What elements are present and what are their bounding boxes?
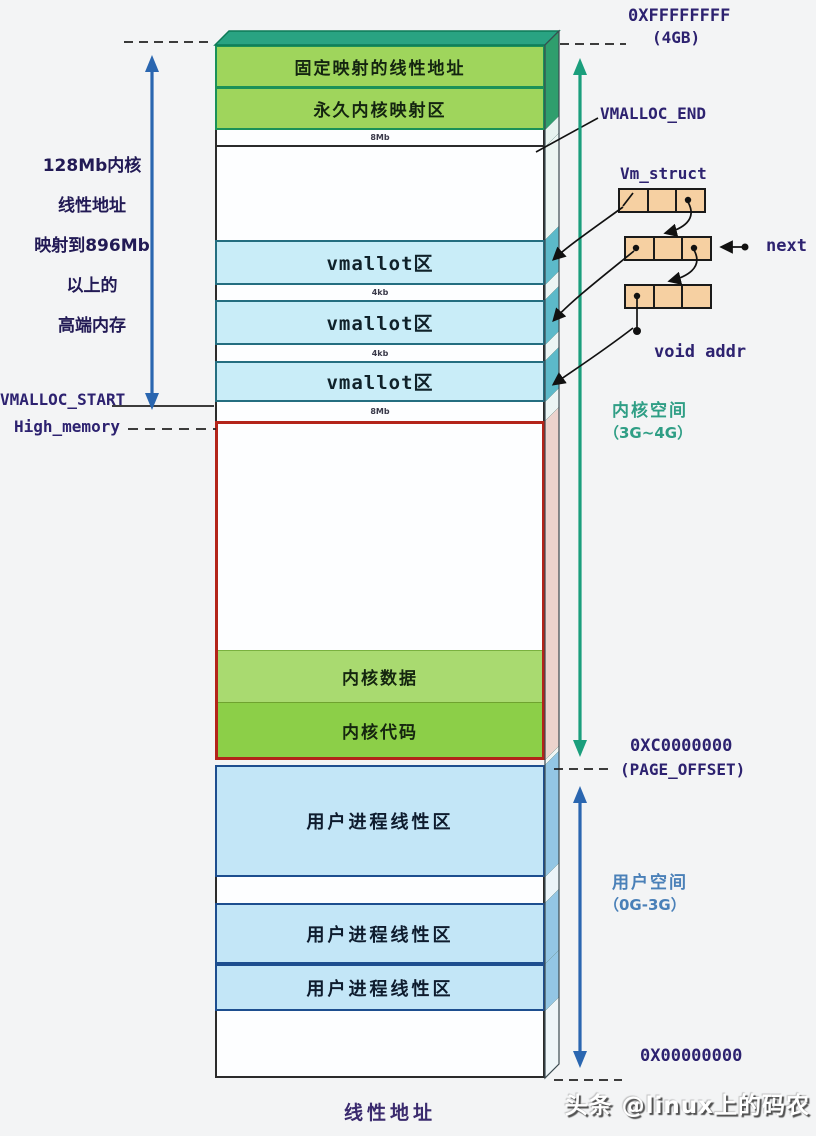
kernel-direct-mapped-zone: 内核数据 内核代码 [215,421,545,760]
user-space-range: （0G-3G） [604,896,686,914]
pointer-dots [632,196,749,335]
vm-struct-node-2-field-addr [626,238,655,259]
gap-8mb-bottom-label: 8Mb [370,407,390,416]
high-memory-label: High_memory [14,417,120,436]
highmem-note: 128Mb内核 线性地址 映射到896Mb 以上的 高端内存 [14,146,170,346]
kernel-space-range: （3G~4G） [604,424,693,442]
user-process-area-2: 用户进程线性区 [215,903,545,964]
vmalloc-area-2-label: vmallot区 [326,313,434,335]
vmalloc-area-1-label: vmallot区 [326,253,434,275]
vm-struct-node-3-field-size [655,286,684,307]
vmalloc-area-2: vmallot区 [215,300,545,345]
gap-8mb-bottom: 8Mb [215,402,545,421]
vmalloc-area-3-label: vmallot区 [326,372,434,394]
highmem-note-line-1: 128Mb内核 [42,156,142,176]
vmalloc-start-label: VMALLOC_START [0,390,126,409]
watermark: 头条 @linux上的码农 [564,1093,810,1119]
diagram-title: 线性地址 [343,1102,436,1124]
user-process-area-3-label: 用户进程线性区 [306,978,454,1000]
vmalloc-area-1: vmallot区 [215,240,545,285]
user-space-arrow [573,786,587,1068]
vm-struct-node-3-field-next [683,286,710,307]
vm-struct-node-3 [624,284,712,309]
page-offset-sub: (PAGE_OFFSET) [620,760,746,779]
void-addr-label: void addr [654,342,747,362]
vm-struct-node-1-field-addr [620,190,649,211]
user-process-area-3: 用户进程线性区 [215,964,545,1011]
vm-struct-node-1-field-next [677,190,704,211]
permanent-mapping-box: 永久内核映射区 [215,87,545,130]
address-top-sub: (4GB) [652,28,701,47]
highmem-note-line-4: 以上的 [66,276,118,296]
vm-struct-node-1 [618,188,706,213]
vm-struct-node-1-field-size [649,190,678,211]
gap-4kb-1: 4kb [215,285,545,300]
fixed-mapping-label: 固定映射的线性地址 [294,59,466,79]
user-gap-box [215,877,545,903]
column-top-face [213,30,561,46]
highmem-note-line-2: 线性地址 [58,196,126,216]
vmalloc-end-connector [535,117,599,153]
column-side-face [544,29,560,1080]
gap-8mb-top-label: 8Mb [370,133,390,142]
fixed-mapping-box: 固定映射的线性地址 [215,45,545,88]
vm-struct-node-2-field-next [683,238,710,259]
vmalloc-end-label: VMALLOC_END [600,104,706,123]
node2-to-vmalloc2-arrow [552,250,635,323]
address-top: 0XFFFFFFFF [628,6,731,26]
node1-to-vmalloc1-arrow [552,206,624,261]
user-process-area-1-label: 用户进程线性区 [306,812,454,833]
user-process-area-1: 用户进程线性区 [215,765,545,877]
vm-struct-node-2 [624,236,712,261]
kernel-code-label: 内核代码 [342,722,418,743]
permanent-mapping-label: 永久内核映射区 [313,101,447,121]
gap-4kb-2-label: 4kb [371,348,389,358]
highmem-note-line-5: 高端内存 [58,316,126,336]
kernel-data-label: 内核数据 [342,669,418,689]
gap-4kb-2: 4kb [215,345,545,361]
user-process-area-2-label: 用户进程线性区 [306,924,454,946]
kernel-space-arrow [573,58,587,757]
highmem-note-line-3: 映射到896Mb [34,236,150,256]
kernel-code-box: 内核代码 [218,702,542,757]
empty-region-box [215,147,545,240]
vm-struct-label: Vm_struct [620,164,707,183]
kernel-space-label: 内核空间 [612,401,688,421]
bottom-empty-box [215,1011,545,1078]
vm-struct-node-2-field-size [655,238,684,259]
address-bottom: 0X00000000 [640,1046,743,1066]
user-space-label: 用户空间 [612,873,688,893]
vm-struct-node-3-field-addr [626,286,655,307]
kernel-data-box: 内核数据 [218,650,542,702]
page-offset-address: 0XC0000000 [630,736,733,756]
next-label: next [766,236,807,256]
node3-to-vmalloc3-arrow [551,327,634,386]
gap-4kb-1-label: 4kb [371,288,389,297]
vmalloc-area-3: vmallot区 [215,361,545,402]
gap-8mb-top: 8Mb [215,130,545,147]
